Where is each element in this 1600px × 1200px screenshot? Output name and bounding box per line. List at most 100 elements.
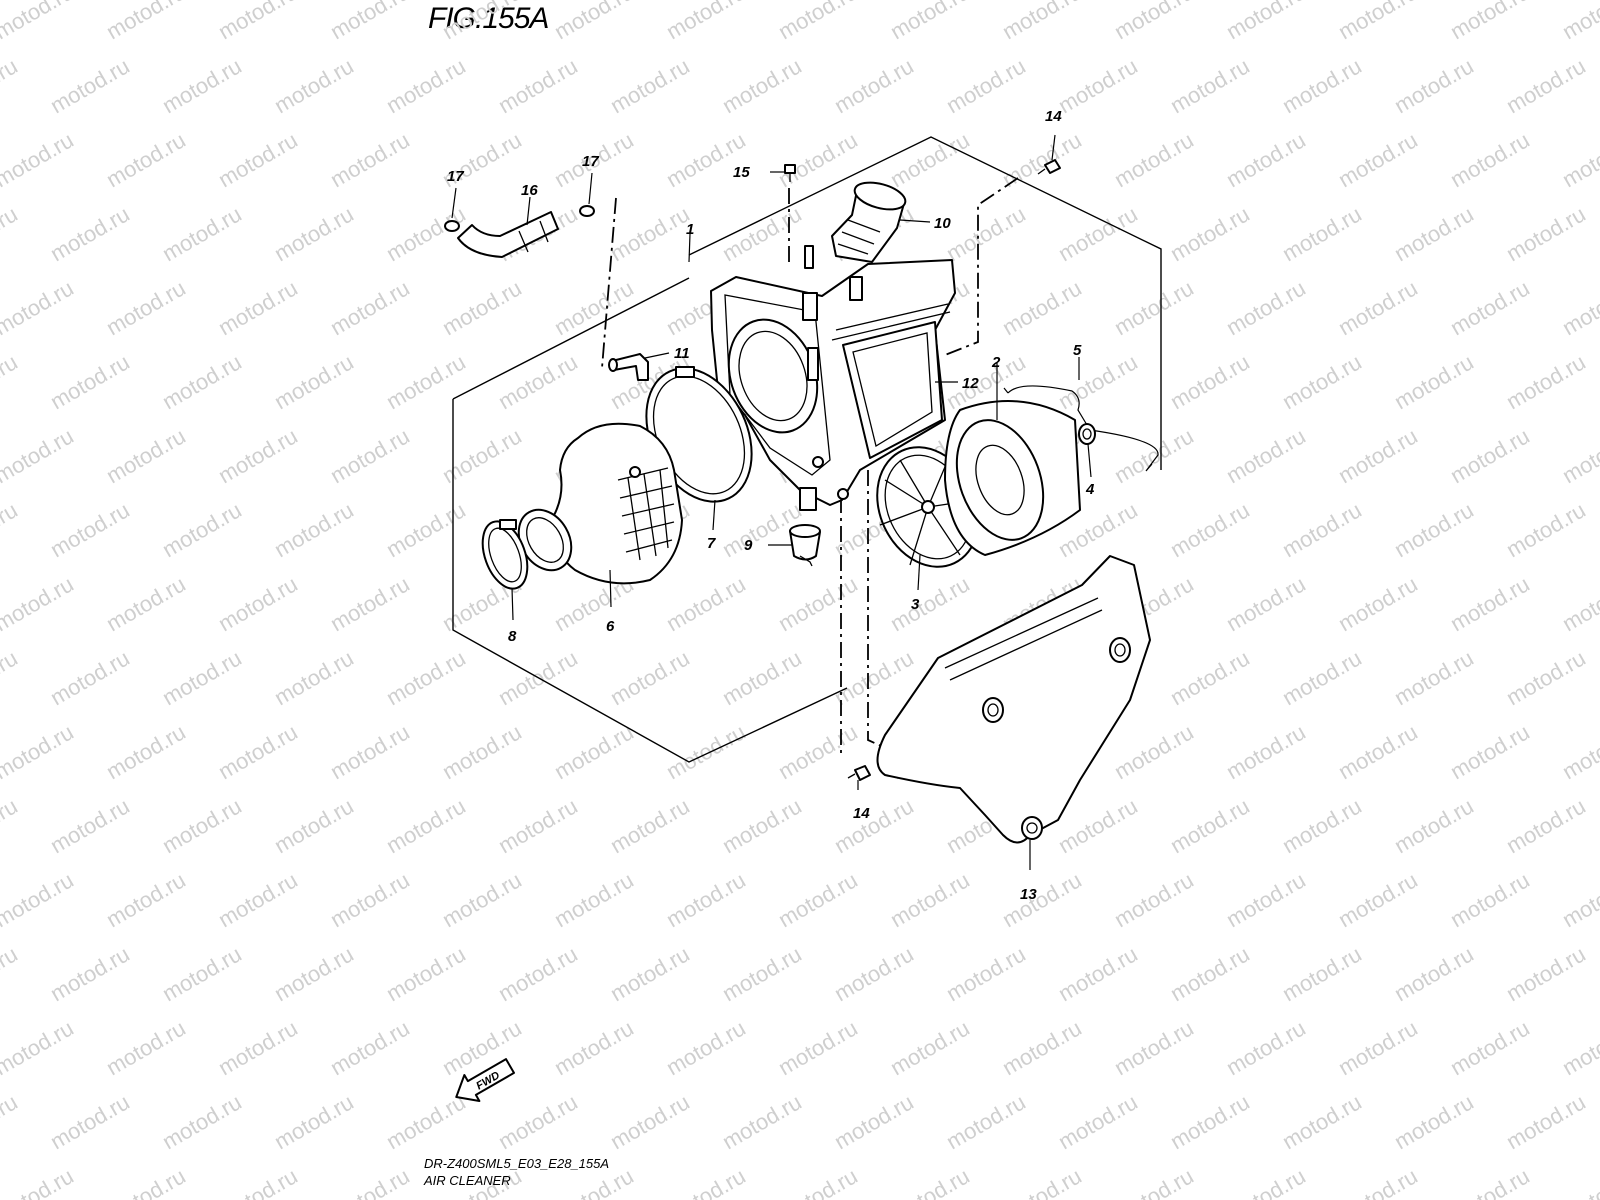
watermark-text: motod.ru bbox=[662, 719, 750, 784]
watermark-text: motod.ru bbox=[270, 349, 358, 414]
watermark-text: motod.ru bbox=[214, 127, 302, 192]
watermark-text: motod.ru bbox=[1502, 349, 1590, 414]
watermark-text: motod.ru bbox=[1390, 497, 1478, 562]
watermark-text: motod.ru bbox=[270, 645, 358, 710]
watermark-text: motod.ru bbox=[998, 1015, 1086, 1080]
watermark-text: motod.ru bbox=[102, 867, 190, 932]
watermark-text: motod.ru bbox=[158, 53, 246, 118]
wire-clip bbox=[1003, 385, 1159, 472]
watermark-text: motod.ru bbox=[1054, 53, 1142, 118]
watermark-text: motod.ru bbox=[0, 1163, 78, 1200]
watermark-text: motod.ru bbox=[1446, 127, 1534, 192]
watermark-text: motod.ru bbox=[1334, 1015, 1422, 1080]
watermark-text: motod.ru bbox=[774, 0, 862, 44]
watermark-text: motod.ru bbox=[0, 53, 22, 118]
watermark-text: motod.ru bbox=[1390, 53, 1478, 118]
watermark-text: motod.ru bbox=[1558, 275, 1600, 340]
screw-14-top bbox=[1037, 159, 1061, 175]
watermark-text: motod.ru bbox=[326, 0, 414, 44]
watermark-text: motod.ru bbox=[102, 0, 190, 44]
watermark-text: motod.ru bbox=[382, 201, 470, 266]
watermark-text: motod.ru bbox=[102, 571, 190, 636]
watermark-text: motod.ru bbox=[326, 867, 414, 932]
watermark-text: motod.ru bbox=[550, 719, 638, 784]
watermark-text: motod.ru bbox=[102, 719, 190, 784]
watermark-text: motod.ru bbox=[550, 1015, 638, 1080]
watermark-text: motod.ru bbox=[382, 1089, 470, 1154]
watermark-text: motod.ru bbox=[1278, 497, 1366, 562]
filter-element bbox=[944, 400, 1081, 556]
watermark-text: motod.ru bbox=[46, 349, 134, 414]
watermark-text: motod.ru bbox=[382, 349, 470, 414]
watermark-text: motod.ru bbox=[1502, 941, 1590, 1006]
watermark-text: motod.ru bbox=[662, 867, 750, 932]
watermark-text: motod.ru bbox=[1222, 1163, 1310, 1200]
watermark-text: motod.ru bbox=[382, 645, 470, 710]
watermark-text: motod.ru bbox=[0, 1089, 22, 1154]
watermark-text: motod.ru bbox=[0, 571, 78, 636]
watermark-text: motod.ru bbox=[1334, 1163, 1422, 1200]
dowel-pins bbox=[802, 245, 863, 321]
watermark-text: motod.ru bbox=[46, 1089, 134, 1154]
assembly-frame-edge bbox=[452, 277, 690, 400]
watermark-text: motod.ru bbox=[718, 645, 806, 710]
watermark-text: motod.ru bbox=[158, 793, 246, 858]
callout-2: 2 bbox=[991, 354, 1001, 371]
watermark-text: motod.ru bbox=[886, 0, 974, 44]
watermark-text: motod.ru bbox=[886, 1163, 974, 1200]
watermark-text: motod.ru bbox=[1278, 53, 1366, 118]
watermark-text: motod.ru bbox=[1110, 867, 1198, 932]
watermark-text: motod.ru bbox=[382, 793, 470, 858]
watermark-text: motod.ru bbox=[326, 423, 414, 488]
watermark-text: motod.ru bbox=[1446, 275, 1534, 340]
watermark-text: motod.ru bbox=[1446, 423, 1534, 488]
watermark-text: motod.ru bbox=[1446, 719, 1534, 784]
watermark-text: motod.ru bbox=[326, 127, 414, 192]
watermark-text: motod.ru bbox=[270, 1089, 358, 1154]
watermark-text: motod.ru bbox=[0, 497, 22, 562]
watermark-text: motod.ru bbox=[606, 645, 694, 710]
watermark-text: motod.ru bbox=[46, 497, 134, 562]
callout-8: 8 bbox=[508, 628, 517, 645]
callout-14-bottom: 14 bbox=[853, 805, 870, 822]
watermark-text: motod.ru bbox=[1390, 645, 1478, 710]
watermark-text: motod.ru bbox=[550, 275, 638, 340]
watermark-text: motod.ru bbox=[1390, 941, 1478, 1006]
watermark-text: motod.ru bbox=[606, 1089, 694, 1154]
watermark-text: motod.ru bbox=[0, 867, 78, 932]
watermark-text: motod.ru bbox=[214, 867, 302, 932]
watermark-text: motod.ru bbox=[998, 0, 1086, 44]
watermark-text: motod.ru bbox=[214, 0, 302, 44]
watermark-text: motod.ru bbox=[718, 941, 806, 1006]
watermark-text: motod.ru bbox=[1446, 1163, 1534, 1200]
watermark-text: motod.ru bbox=[886, 571, 974, 636]
watermark-text: motod.ru bbox=[1446, 571, 1534, 636]
diagram-code: DR-Z400SML5_E03_E28_155A bbox=[424, 1156, 610, 1171]
watermark-text: motod.ru bbox=[1558, 719, 1600, 784]
watermark-text: motod.ru bbox=[550, 867, 638, 932]
watermark-text: motod.ru bbox=[1502, 497, 1590, 562]
intake-duct bbox=[831, 181, 907, 263]
watermark-text: motod.ru bbox=[158, 349, 246, 414]
hose-clamp-left bbox=[444, 220, 460, 232]
watermark-text: motod.ru bbox=[1166, 1089, 1254, 1154]
watermark-text: motod.ru bbox=[0, 201, 22, 266]
watermark-text: motod.ru bbox=[1166, 349, 1254, 414]
watermark-text: motod.ru bbox=[1558, 423, 1600, 488]
watermark-text: motod.ru bbox=[718, 793, 806, 858]
watermark-text: motod.ru bbox=[1054, 941, 1142, 1006]
watermark-text: motod.ru bbox=[606, 201, 694, 266]
intake-boot bbox=[517, 422, 683, 585]
callout-14-top: 14 bbox=[1045, 108, 1062, 125]
watermark-text: motod.ru bbox=[1110, 0, 1198, 44]
watermark-text: motod.ru bbox=[46, 645, 134, 710]
watermark-text: motod.ru bbox=[830, 645, 918, 710]
watermark-text: motod.ru bbox=[438, 275, 526, 340]
watermark-text: motod.ru bbox=[0, 1015, 78, 1080]
watermark-text: motod.ru bbox=[1390, 349, 1478, 414]
watermark-text: motod.ru bbox=[326, 571, 414, 636]
watermark-text: motod.ru bbox=[1558, 127, 1600, 192]
watermark-text: motod.ru bbox=[1390, 1089, 1478, 1154]
watermark-text: motod.ru bbox=[102, 275, 190, 340]
